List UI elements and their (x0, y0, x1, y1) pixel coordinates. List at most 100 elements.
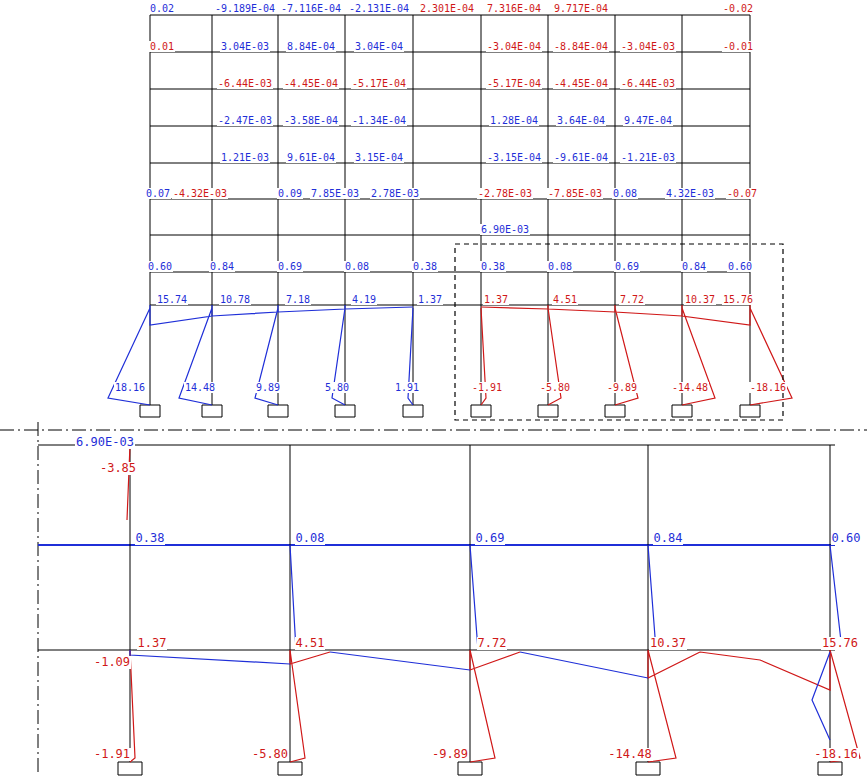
moment-value: 0.08 (344, 261, 370, 272)
moment-value: 0.08 (612, 188, 638, 199)
moment-value: 7.316E-04 (486, 3, 542, 14)
moment-value: 7.72 (619, 294, 645, 305)
frame-columns (150, 15, 750, 405)
moment-value: -5.80 (539, 382, 571, 393)
moment-value: -2.78E-03 (477, 188, 533, 199)
moment-value: -7.116E-04 (280, 3, 342, 14)
detail-columns (130, 445, 830, 762)
moment-value: 0.60 (831, 532, 862, 545)
moment-value: 6.90E-03 (480, 224, 530, 235)
footing-symbols (140, 405, 760, 417)
moment-value: 15.76 (722, 294, 754, 305)
moment-value: 0.07 (145, 188, 171, 199)
moment-value: 10.37 (684, 294, 716, 305)
moment-value: -5.17E-04 (351, 78, 407, 89)
moment-value: 7.85E-03 (310, 188, 360, 199)
moment-value: 6.90E-03 (75, 436, 135, 449)
moment-value: 9.717E-04 (553, 3, 609, 14)
moment-value: 15.74 (156, 294, 188, 305)
moment-value: -1.09 (93, 656, 131, 669)
moment-value: 3.15E-04 (354, 152, 404, 163)
moment-value: 0.38 (480, 261, 506, 272)
moment-value: -14.48 (607, 748, 652, 761)
moment-value: 4.19 (351, 294, 377, 305)
moment-value: 4.51 (295, 637, 326, 650)
moment-curve-blue (108, 305, 413, 405)
moment-value: 3.04E-04 (354, 41, 404, 52)
moment-value: -1.91 (471, 382, 503, 393)
moment-value: -5.80 (251, 748, 289, 761)
moment-value: -18.16 (813, 748, 858, 761)
moment-value: 0.02 (149, 3, 175, 14)
moment-value: 0.08 (295, 532, 326, 545)
moment-value: 9.47E-04 (623, 115, 673, 126)
moment-value: 9.89 (255, 382, 281, 393)
moment-value: 0.60 (727, 261, 753, 272)
moment-value: -4.32E-03 (172, 188, 228, 199)
moment-value: 15.76 (821, 637, 859, 650)
moment-value: 10.78 (219, 294, 251, 305)
moment-value: 8.84E-04 (286, 41, 336, 52)
moment-value: 0.60 (147, 261, 173, 272)
moment-value: 10.37 (649, 637, 687, 650)
moment-curve-red (127, 445, 860, 762)
moment-value: -3.04E-03 (620, 41, 676, 52)
moment-value: 7.18 (285, 294, 311, 305)
detail-frame (455, 244, 783, 420)
moment-value: 1.37 (137, 637, 168, 650)
moment-value: 1.37 (483, 294, 509, 305)
moment-value: -18.16 (749, 382, 787, 393)
moment-value: -6.44E-03 (217, 78, 273, 89)
moment-value: 3.04E-03 (220, 41, 270, 52)
moment-value: -6.44E-03 (620, 78, 676, 89)
moment-value: 18.16 (114, 382, 146, 393)
moment-value: -9.61E-04 (553, 152, 609, 163)
moment-value: -1.34E-04 (351, 115, 407, 126)
moment-value: 0.84 (209, 261, 235, 272)
moment-value: 5.80 (324, 382, 350, 393)
moment-value: 0.69 (277, 261, 303, 272)
moment-curve-red (481, 305, 792, 405)
moment-value: 0.38 (412, 261, 438, 272)
moment-value: -9.89 (431, 748, 469, 761)
moment-value: 0.08 (547, 261, 573, 272)
moment-value: -9.189E-04 (214, 3, 276, 14)
moment-value: 9.61E-04 (286, 152, 336, 163)
moment-value: 1.21E-03 (220, 152, 270, 163)
moment-value: -0.07 (726, 188, 758, 199)
moment-value: -2.47E-03 (217, 115, 273, 126)
moment-value: 4.32E-03 (665, 188, 715, 199)
moment-value: -3.15E-04 (486, 152, 542, 163)
moment-value: 1.28E-04 (489, 115, 539, 126)
moment-value: -3.58E-04 (283, 115, 339, 126)
moment-value: 0.84 (681, 261, 707, 272)
moment-value: -14.48 (671, 382, 709, 393)
moment-value: 0.09 (277, 188, 303, 199)
break-line (0, 422, 867, 776)
moment-value: 14.48 (184, 382, 216, 393)
moment-value: -4.45E-04 (553, 78, 609, 89)
moment-curve-blue (130, 545, 842, 740)
moment-value: 0.01 (149, 41, 175, 52)
moment-value: 7.72 (477, 637, 508, 650)
moment-value: 0.84 (653, 532, 684, 545)
moment-value: 1.91 (394, 382, 420, 393)
moment-value: 2.78E-03 (370, 188, 420, 199)
moment-value: -8.84E-04 (553, 41, 609, 52)
moment-value: -3.04E-04 (486, 41, 542, 52)
moment-value: -3.85 (99, 462, 137, 475)
moment-value: -1.91 (93, 748, 131, 761)
moment-value: -7.85E-03 (547, 188, 603, 199)
detail-beams (38, 445, 835, 650)
moment-value: 0.69 (614, 261, 640, 272)
moment-value: -2.131E-04 (348, 3, 410, 14)
moment-value: -0.02 (722, 3, 754, 14)
frame-beams (150, 15, 750, 305)
moment-value: -4.45E-04 (283, 78, 339, 89)
moment-value: -1.21E-03 (620, 152, 676, 163)
moment-value: 1.37 (417, 294, 443, 305)
footing-symbols (118, 762, 842, 775)
moment-value: 3.64E-04 (556, 115, 606, 126)
